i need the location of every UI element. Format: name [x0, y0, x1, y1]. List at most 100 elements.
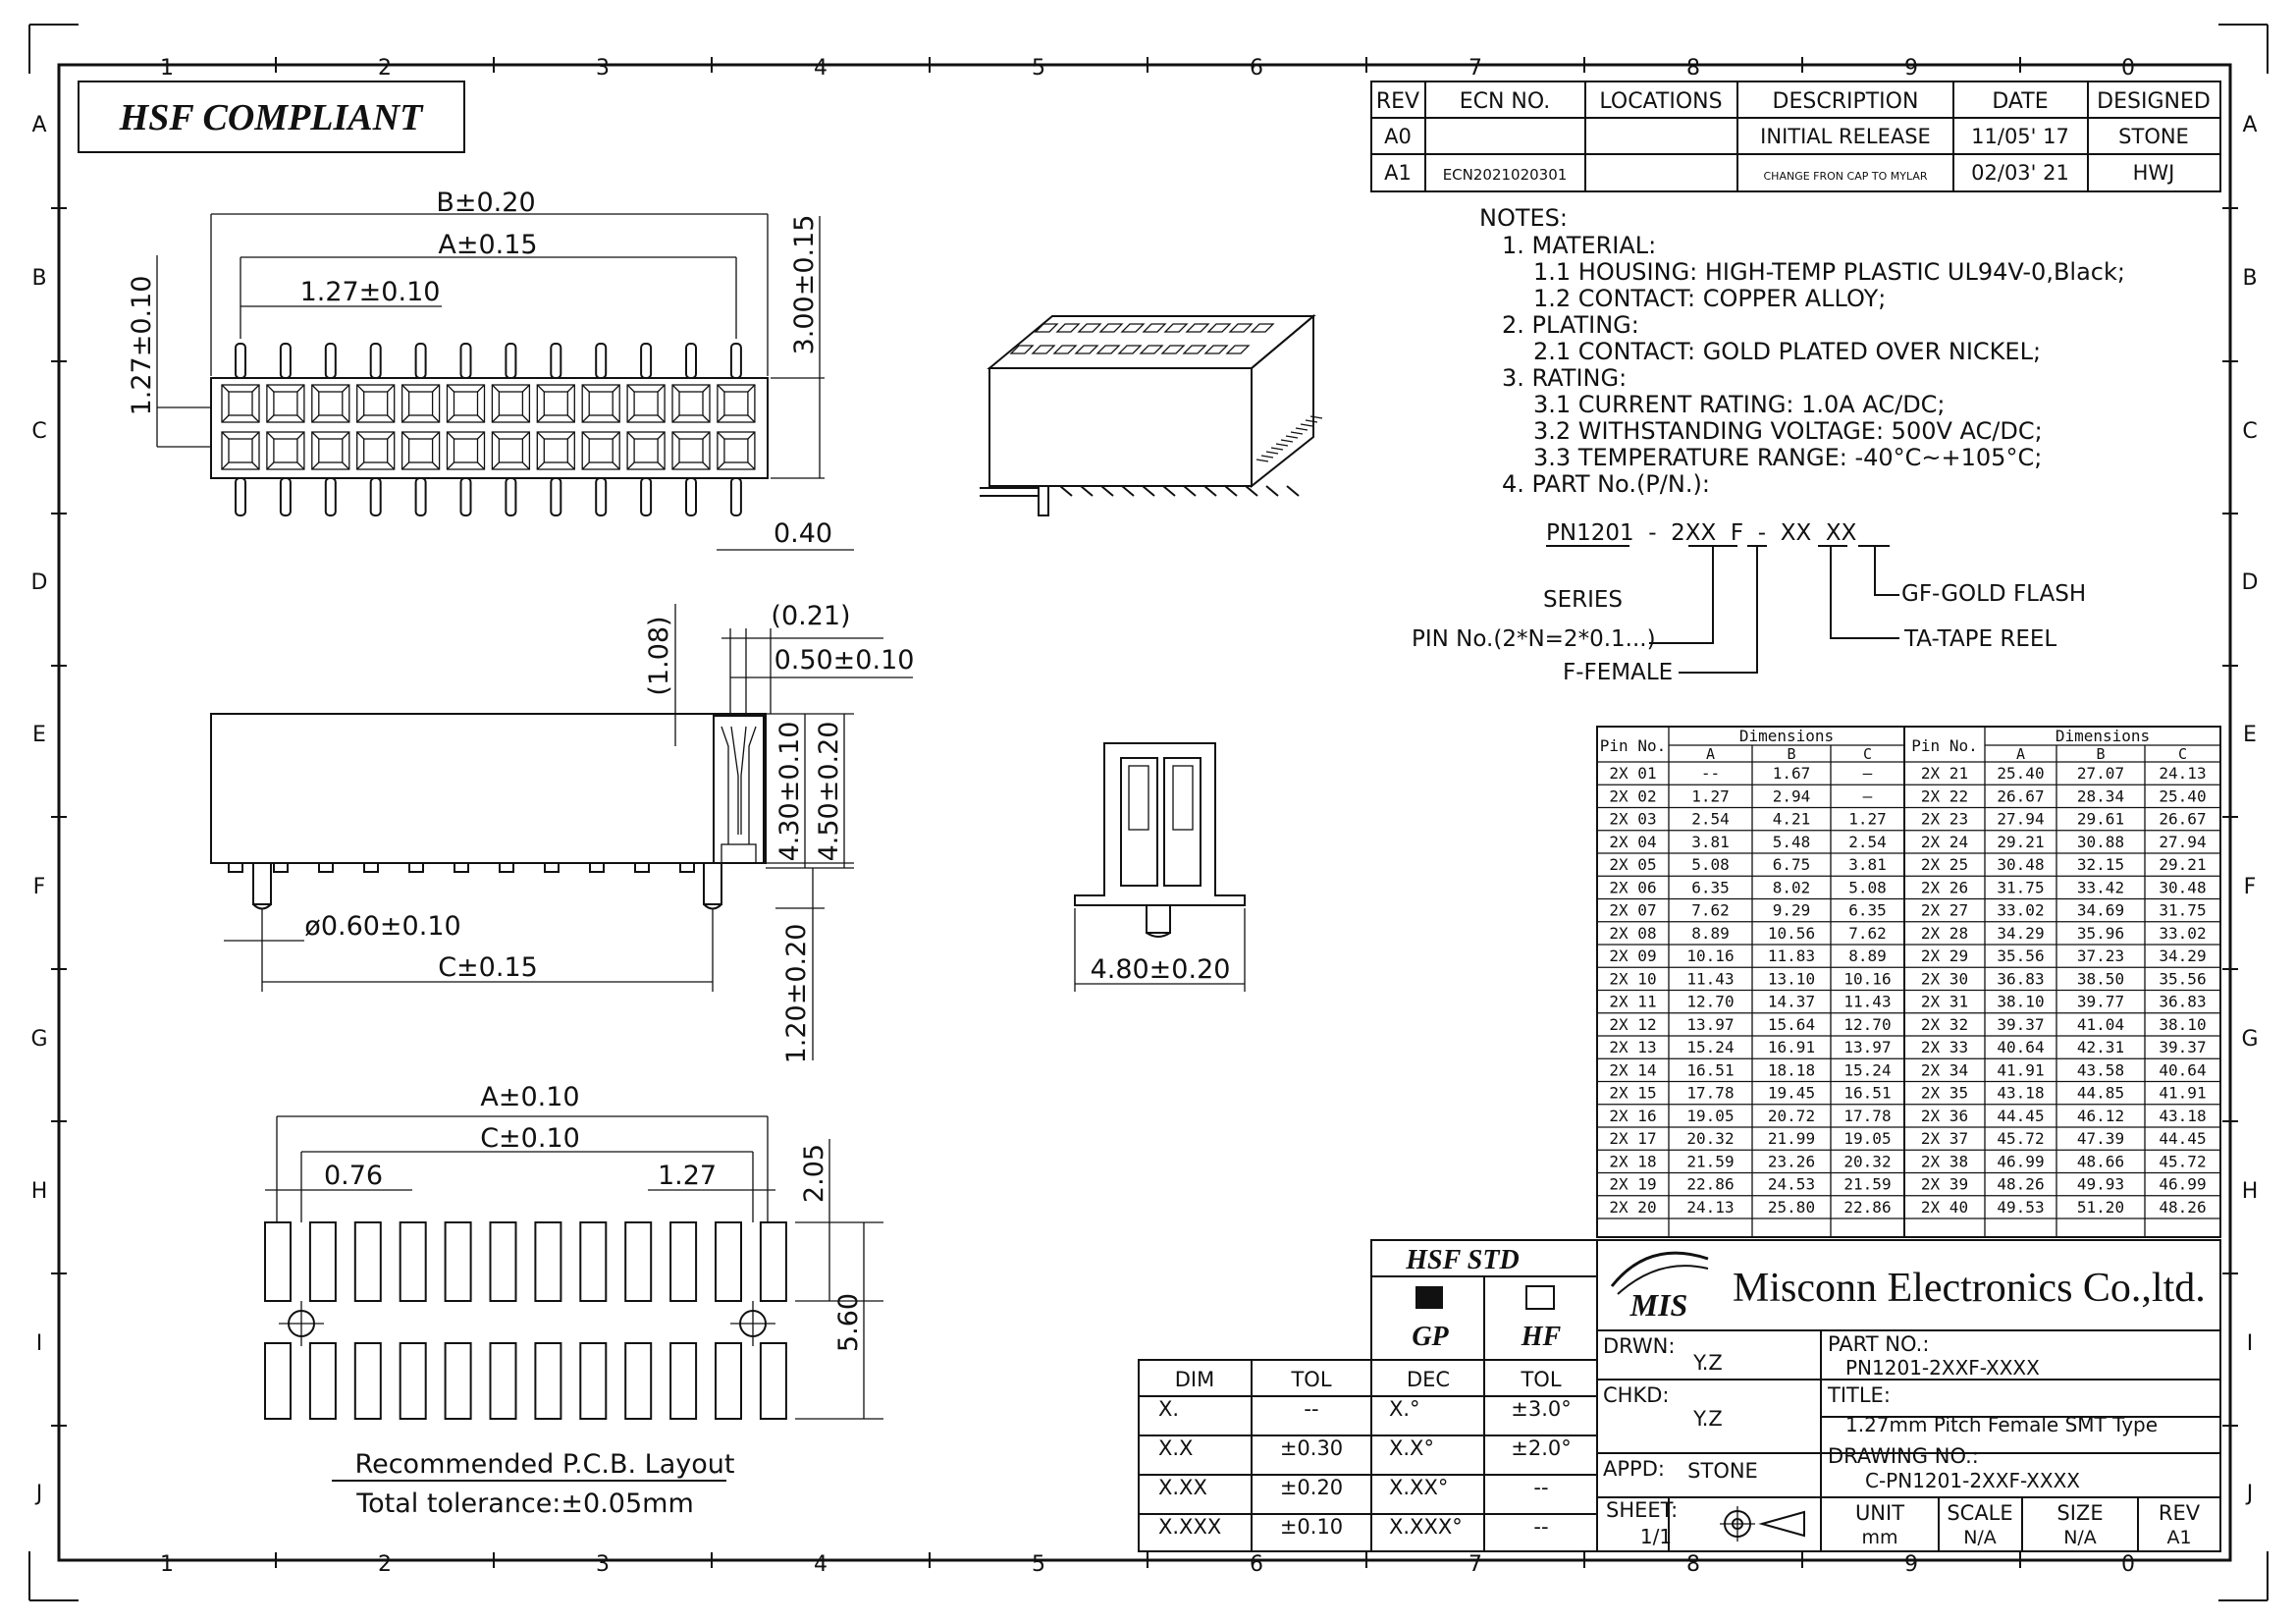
dim-table-cell: 13.97 — [1686, 1015, 1734, 1034]
dim-table-cell: 19.05 — [1843, 1129, 1891, 1148]
note-line: 2. PLATING: — [1502, 311, 1639, 339]
sheet-value: 1/1 — [1640, 1525, 1672, 1548]
frame-col-label-bottom: 1 — [160, 1552, 174, 1577]
dim-table-sub-header: C — [2178, 745, 2187, 763]
dim-table-cell: 39.37 — [2159, 1038, 2206, 1056]
dim-table-cell: 48.26 — [2159, 1198, 2206, 1217]
tol-header: TOL — [1290, 1368, 1331, 1391]
dim-side-430: 4.30±0.10 — [774, 722, 805, 862]
frame-row-label-left: E — [32, 723, 46, 747]
side-pad — [228, 862, 243, 873]
note-line: 3.2 WITHSTANDING VOLTAGE: 500V AC/DC; — [1533, 417, 2043, 445]
dim-table-cell: 21.59 — [1686, 1152, 1734, 1170]
dim-table-cell: 2X 23 — [1921, 810, 1968, 829]
dim-table-cell: 31.75 — [1997, 878, 2044, 896]
dim-table-cell: 21.59 — [1843, 1175, 1891, 1194]
iso-cell — [1163, 323, 1189, 333]
dim-table-cell: 23.26 — [1768, 1152, 1815, 1170]
dim-table-cell: -- — [1701, 764, 1720, 783]
dim-table-cell: 3.81 — [1691, 833, 1730, 851]
dim-table-cell: 37.23 — [2077, 947, 2124, 965]
contact-cell — [536, 384, 575, 423]
iso-cell — [1077, 323, 1102, 333]
note-line: 3. RATING: — [1502, 364, 1627, 392]
contact-cell — [266, 431, 305, 470]
title-block: MIS Misconn Electronics Co.,ltd. DRWN: Y… — [1596, 1239, 2221, 1552]
size-label: SIZE — [2056, 1501, 2103, 1525]
dim-pcb-127: 1.27 — [658, 1161, 717, 1191]
dim-table-cell: 45.72 — [1997, 1129, 2044, 1148]
pn-gold-flash: GF-GOLD FLASH — [1901, 581, 2086, 607]
top-pin — [279, 477, 292, 516]
pcb-pad-bottom — [624, 1342, 653, 1420]
dim-table-cell: 13.97 — [1843, 1038, 1891, 1056]
scale-label: SCALE — [1947, 1501, 2012, 1525]
dim-table-dim-header: Dimensions — [1739, 727, 1834, 745]
top-pin — [595, 477, 608, 516]
pcb-pad-top — [399, 1221, 427, 1302]
dim-table-cell: 30.88 — [2077, 833, 2124, 851]
frame-col-label-bottom: 7 — [1468, 1552, 1482, 1577]
side-pad — [589, 862, 605, 873]
dim-table-cell: 2X 31 — [1921, 993, 1968, 1011]
chkd-label: CHKD: — [1603, 1383, 1669, 1407]
dim-table-cell: 35.96 — [2077, 924, 2124, 943]
dim-table-cell: 11.43 — [1843, 993, 1891, 1011]
dim-table-cell: 29.61 — [2077, 810, 2124, 829]
dim-table-cell: 20.72 — [1768, 1107, 1815, 1125]
dim-table-pin-header: Pin No. — [1600, 736, 1666, 755]
iso-cell — [1142, 323, 1167, 333]
iso-cell — [1055, 323, 1081, 333]
dim-table-cell: 36.83 — [2159, 993, 2206, 1011]
iso-cell — [1203, 345, 1229, 354]
hsf-std-title: HSF STD — [1405, 1245, 1519, 1275]
dim-table-cell: 2X 15 — [1609, 1084, 1656, 1103]
part-no-label: PART NO.: — [1828, 1332, 1929, 1356]
dim-table-cell: 12.70 — [1843, 1015, 1891, 1034]
rev-cell: 11/05' 17 — [1971, 125, 2069, 148]
top-pin — [729, 477, 742, 516]
pcb-caption: Recommended P.C.B. Layout — [355, 1449, 735, 1480]
contact-cell — [221, 431, 260, 470]
dim-table-cell: 1.67 — [1773, 764, 1811, 783]
iso-cell — [1052, 345, 1078, 354]
dim-table-cell: 36.83 — [1997, 969, 2044, 988]
dim-table-cell: 16.91 — [1768, 1038, 1815, 1056]
dim-table-cell: 11.83 — [1768, 947, 1815, 965]
frame-col-label-top: 3 — [596, 56, 610, 81]
pcb-pad-top — [444, 1221, 472, 1302]
iso-cell — [1206, 323, 1232, 333]
top-pin — [729, 343, 742, 379]
dim-table-sub-header: C — [1863, 745, 1872, 763]
dim-table-cell: 45.72 — [2159, 1152, 2206, 1170]
tol-value: ±0.30 — [1280, 1436, 1343, 1460]
top-pin — [550, 477, 562, 516]
dim-table-cell: 40.64 — [2159, 1060, 2206, 1079]
tol-dim: X. — [1158, 1397, 1179, 1421]
appd-value: STONE — [1687, 1459, 1758, 1483]
dim-table-cell: 44.85 — [2077, 1084, 2124, 1103]
side-pad — [273, 862, 289, 873]
hsf-compliant-box: HSF COMPLIANT — [78, 81, 465, 153]
gp-label: GP — [1412, 1322, 1449, 1352]
dim-table-cell: 4.21 — [1773, 810, 1811, 829]
iso-cell — [1225, 345, 1251, 354]
dim-table-cell: 10.16 — [1843, 969, 1891, 988]
tol-value: ±0.10 — [1280, 1515, 1343, 1539]
contact-cell — [400, 384, 441, 423]
dim-table-cell: 15.24 — [1843, 1060, 1891, 1079]
dim-table-cell: 39.37 — [1997, 1015, 2044, 1034]
frame-row-label-left: G — [30, 1027, 47, 1052]
pcb-pad-top — [489, 1221, 517, 1302]
top-pin — [595, 343, 608, 379]
dim-table-cell: 2X 21 — [1921, 764, 1968, 783]
frame-row-label-left: B — [31, 266, 46, 291]
dim-table-cell: 19.05 — [1686, 1107, 1734, 1125]
dim-table-cell: 25.40 — [2159, 786, 2206, 805]
pcb-tolerance: Total tolerance:±0.05mm — [355, 1489, 694, 1519]
dim-table-cell: 2X 38 — [1921, 1152, 1968, 1170]
dim-table-cell: 21.99 — [1768, 1129, 1815, 1148]
dim-table-cell: 24.13 — [1686, 1198, 1734, 1217]
frame-col-label-top: 2 — [378, 56, 392, 81]
dim-table-cell: 34.29 — [1997, 924, 2044, 943]
